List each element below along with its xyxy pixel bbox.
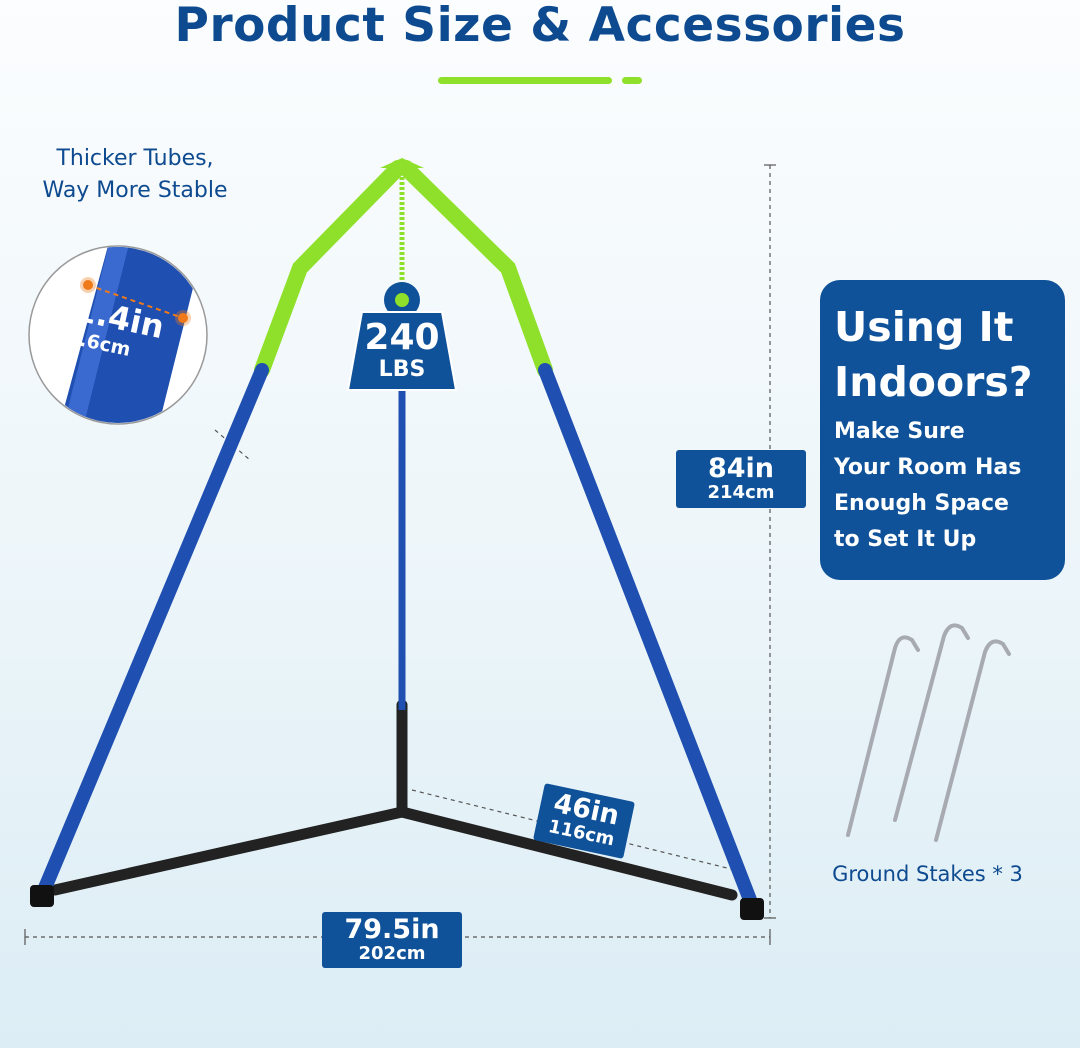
indoor-line: Enough Space <box>834 491 1009 516</box>
indoor-line: to Set It Up <box>834 527 977 552</box>
indoor-heading-2: Indoors? <box>834 358 1033 406</box>
indoor-heading-1: Using It <box>834 303 1014 351</box>
tube-callout-label: Thicker Tubes, Way More Stable <box>10 143 260 207</box>
page-title: Product Size & Accessories <box>174 0 906 53</box>
tube-label-line1: Thicker Tubes, <box>56 146 214 171</box>
ground-stakes-label: Ground Stakes * 3 <box>832 862 1023 886</box>
base-frame <box>49 699 738 901</box>
indoor-line: Make Sure <box>834 419 965 444</box>
weight-icon <box>346 282 458 391</box>
title-underline <box>438 77 642 84</box>
feet <box>30 885 764 920</box>
dimension-ticks <box>24 164 776 945</box>
width-cm: 202cm <box>358 943 426 964</box>
indoor-usage-box: Using It Indoors? Make Sure Your Room Ha… <box>820 280 1065 580</box>
right-leg <box>398 160 759 912</box>
width-dimension-badge: 79.5in 202cm <box>322 912 462 968</box>
height-in: 84in <box>707 453 775 484</box>
weight-capacity: 240 LBS <box>352 318 452 382</box>
apex-joint <box>380 158 424 168</box>
height-dimension-badge: 84in 214cm <box>676 450 806 508</box>
ground-stakes-icon <box>846 623 1011 842</box>
width-in: 79.5in <box>344 914 440 945</box>
left-leg <box>35 160 406 902</box>
tube-label-line2: Way More Stable <box>42 178 228 203</box>
indoor-line: Your Room Has <box>834 455 1022 480</box>
weight-unit: LBS <box>378 357 426 382</box>
tube-zoom-callout <box>28 245 208 425</box>
height-cm: 214cm <box>707 482 775 503</box>
weight-value: 240 <box>364 317 440 358</box>
dimension-lines <box>25 165 771 938</box>
